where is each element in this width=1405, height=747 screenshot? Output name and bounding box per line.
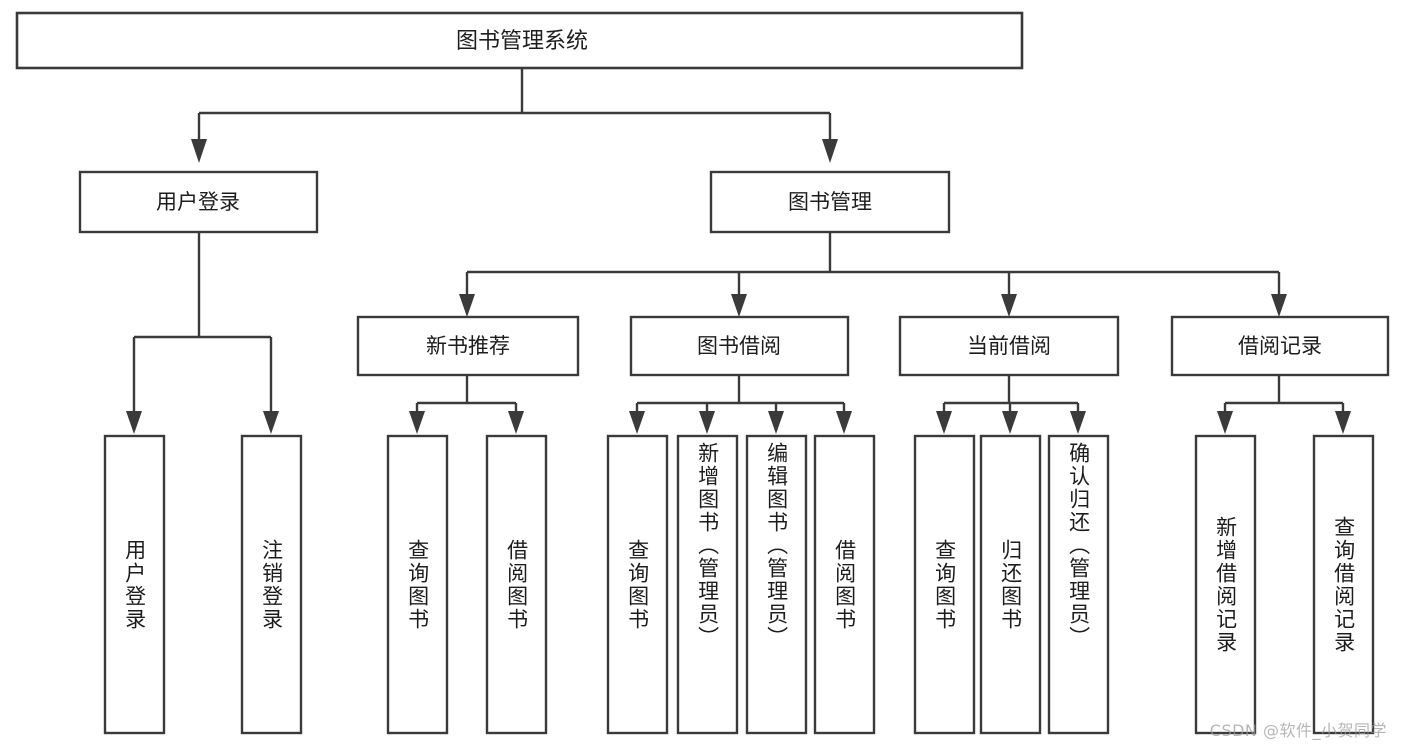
leaf-box-nb-1[interactable] bbox=[485, 434, 548, 735]
node-root-label: 图书管理系统 bbox=[456, 29, 588, 54]
arrow-head-l3-3 bbox=[1271, 294, 1287, 317]
arrow-head-cb-0 bbox=[936, 411, 952, 434]
node-book-borrow[interactable]: 图书借阅 bbox=[629, 315, 850, 377]
arrow-head-bb-0 bbox=[629, 411, 645, 434]
leaf-boxes-borrow-record bbox=[1194, 434, 1375, 735]
connector-borrow-record-to-leaves bbox=[1217, 375, 1351, 434]
node-borrow-record-box[interactable] bbox=[1170, 315, 1390, 377]
arrow-head-br-1 bbox=[1335, 411, 1351, 434]
node-borrow-record-label: 借阅记录 bbox=[1238, 334, 1322, 358]
arrow-head-l3-0 bbox=[459, 294, 475, 317]
arrow-head-nb-0 bbox=[409, 411, 425, 434]
arrow-head-cb-1 bbox=[1002, 411, 1018, 434]
arrow-head-bb-3 bbox=[836, 411, 852, 434]
arrow-head-ul-0 bbox=[126, 411, 142, 434]
leaf-box-cb-1[interactable] bbox=[979, 434, 1042, 735]
arrow-head-user-login bbox=[191, 139, 207, 163]
node-book-borrow-label: 图书借阅 bbox=[697, 334, 781, 358]
leaf-box-bb-0[interactable] bbox=[606, 434, 669, 735]
connector-book-manage-to-level3 bbox=[459, 232, 1287, 317]
connector-current-borrow-to-leaves bbox=[936, 375, 1086, 434]
node-new-book-recommend-label: 新书推荐 bbox=[426, 334, 510, 358]
node-new-book-recommend-box[interactable] bbox=[356, 315, 580, 377]
arrow-head-l3-1 bbox=[731, 294, 747, 317]
arrow-head-br-0 bbox=[1217, 411, 1233, 434]
leaf-boxes-user-login bbox=[103, 434, 303, 735]
node-new-book-recommend[interactable]: 新书推荐 bbox=[356, 315, 580, 377]
leaf-box-ul-0[interactable] bbox=[103, 434, 166, 735]
leaf-boxes-book-borrow bbox=[606, 434, 876, 735]
leaf-box-bb-2[interactable] bbox=[745, 434, 808, 735]
leaf-box-ul-1[interactable] bbox=[240, 434, 303, 735]
arrow-head-book-manage bbox=[822, 139, 838, 163]
leaf-box-cb-2[interactable] bbox=[1047, 434, 1110, 735]
arrow-head-cb-2 bbox=[1070, 411, 1086, 434]
leaf-boxes-new-book-recommend bbox=[386, 434, 548, 735]
node-user-login-box[interactable] bbox=[78, 170, 319, 234]
connector-new-book-to-leaves bbox=[409, 375, 524, 434]
leaf-box-br-1[interactable] bbox=[1312, 434, 1375, 735]
arrow-head-bb-1 bbox=[699, 411, 715, 434]
node-book-manage-box[interactable] bbox=[709, 170, 951, 234]
node-current-borrow-box[interactable] bbox=[898, 315, 1120, 377]
arrow-head-nb-1 bbox=[508, 411, 524, 434]
connector-user-login-to-leaves bbox=[126, 232, 279, 434]
leaf-box-bb-1[interactable] bbox=[676, 434, 739, 735]
node-root-box[interactable] bbox=[15, 11, 1024, 70]
node-current-borrow-label: 当前借阅 bbox=[967, 334, 1051, 358]
node-user-login-label: 用户登录 bbox=[156, 190, 240, 214]
node-borrow-record[interactable]: 借阅记录 bbox=[1170, 315, 1390, 377]
arrow-head-ul-1 bbox=[263, 411, 279, 434]
leaf-box-nb-0[interactable] bbox=[386, 434, 449, 735]
node-user-login[interactable]: 用户登录 bbox=[78, 170, 319, 234]
leaf-box-bb-3[interactable] bbox=[813, 434, 876, 735]
leaf-box-cb-0[interactable] bbox=[913, 434, 976, 735]
connector-book-borrow-to-leaves bbox=[629, 375, 852, 434]
arrow-head-l3-2 bbox=[1001, 294, 1017, 317]
connector-root-to-level2 bbox=[191, 68, 838, 163]
arrow-head-bb-2 bbox=[768, 411, 784, 434]
node-book-manage-label: 图书管理 bbox=[788, 190, 872, 214]
node-current-borrow[interactable]: 当前借阅 bbox=[898, 315, 1120, 377]
node-book-borrow-box[interactable] bbox=[629, 315, 850, 377]
node-root[interactable]: 图书管理系统 bbox=[15, 11, 1024, 70]
leaf-box-br-0[interactable] bbox=[1194, 434, 1257, 735]
node-book-manage[interactable]: 图书管理 bbox=[709, 170, 951, 234]
leaf-boxes-current-borrow bbox=[913, 434, 1110, 735]
